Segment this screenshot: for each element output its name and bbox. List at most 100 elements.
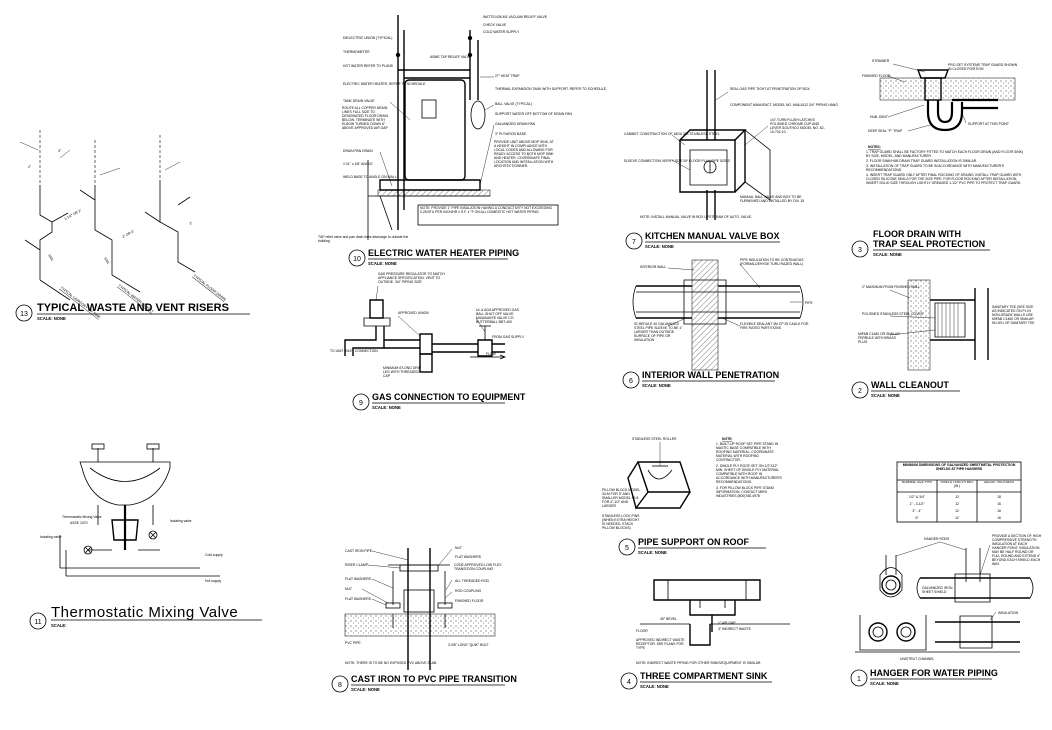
callout: UL & AGA APPROVED GAS BALL SHUT OFF VALV… (476, 308, 519, 324)
detail-number: 9 (359, 400, 363, 407)
callout: GALVANIZED IRON SHEET SHIELD (922, 586, 953, 594)
table-cell: 16 (997, 516, 1001, 520)
detail-number: 7 (632, 239, 636, 246)
callout: PVC PIPE (345, 641, 361, 645)
riser-caption: TYPICAL FLOOR DRAIN (192, 274, 227, 302)
riser-water-closet (79, 140, 141, 293)
detail-title: Thermostatic Mixing Valve (51, 604, 238, 621)
riser-label: 1-1/2" OR 2" (64, 208, 83, 221)
callout: HUB JOINT (870, 115, 888, 119)
callout: WATTS N36-M1 VACUUM RELIEF VALVE (483, 15, 548, 19)
callout: FINISHED FLOOR (455, 599, 484, 603)
detail-number: 8 (338, 682, 342, 689)
table-cell: 16 (997, 509, 1001, 513)
water-heater-tank (404, 79, 466, 181)
riser-label: 3" (58, 149, 62, 153)
callout: ROUTE ALL COPPER DRAIN LINES FULL SIZE T… (342, 106, 388, 130)
isolating-valve (83, 545, 93, 555)
note-item: 4. INSERT TRAP GUARD ONLY AFTER FINAL RO… (866, 173, 1022, 185)
callout: 1" AIR GAP (718, 621, 736, 625)
callout: Isolating valve (40, 535, 62, 539)
table-cell: 12 (955, 502, 959, 506)
note-item: 3. FOR PILLOW BLOCK PIPE STAND INFORMATI… (716, 486, 774, 498)
table-cell: 12 (955, 509, 959, 513)
riser-label: SAN. (47, 254, 54, 263)
callout: MANUAL BALL VALVE AND BOX TO BE FURNISHE… (740, 195, 805, 203)
detail-title: WALL CLEANOUT (871, 380, 949, 390)
detail-title: INTERIOR WALL PENETRATION (642, 370, 779, 380)
callout: PROVIDE UNIT ABOVE MOP SINK, AT A HEIGHT… (494, 140, 554, 168)
callout: FLEXIBLE SEALANT 3M CP 25 CAULK FOR FIRE… (740, 322, 809, 330)
callout: SUPPORT WATER OFF BOTTOM OF DRAIN PAN (495, 112, 573, 116)
table-header: NOMINAL SIZE PIPE (901, 481, 933, 484)
callout: 3-3/8" LONG "QUIK" BOLT (448, 643, 489, 647)
callout: Isolating valve (170, 519, 192, 523)
detail-title: ELECTRIC WATER HEATER PIPING (368, 248, 519, 258)
detail-scale: SCALE: NONE (37, 316, 66, 321)
callout: PILLOW BLOCK MODEL 34-M FOR 3" AND SMALL… (602, 488, 641, 508)
notes-list: 1. TRAP GUARD SHALL BE FACTORY FITTED TO… (866, 150, 1026, 185)
table-header: GAUGE THICKNESS (983, 481, 1015, 484)
detail-title: TYPICAL WASTE AND VENT RISERS (37, 302, 229, 314)
detail-8-cast-iron-pvc: CAST IRON PIPE RISER CLAMP FLAT WASHERS … (331, 546, 517, 693)
callout: 2" MAXIMUM FROM FINISHED WALL (862, 285, 920, 289)
detail-title-line2: TRAP SEAL PROTECTION (873, 239, 985, 249)
note-box (417, 204, 559, 226)
mixing-valve-body (111, 519, 139, 541)
table-row: 1" - 3-1/2" 12 16 (909, 502, 1001, 506)
callout: ELECTRIC WATER HEATER, REFER TO SCHEDULE (343, 82, 426, 86)
pipe-section (881, 575, 901, 595)
riser-lavatory (19, 130, 71, 301)
callout: PROVIDE A SECTION OF HIGH COMPRESSIVE ST… (992, 534, 1042, 566)
pipe-section (896, 622, 916, 642)
callout: FLOOR (636, 629, 648, 633)
detail-title: GAS CONNECTION TO EQUIPMENT (372, 392, 526, 402)
note: NOTE: THERE IS TO BE NO EXPOSED PVC ABOV… (345, 661, 437, 665)
callout: HANGER RODS (924, 537, 950, 541)
wall-section (907, 279, 931, 371)
detail-number: 6 (629, 378, 633, 385)
note-item: 1. TRAP GUARD SHALL BE FACTORY FITTED TO… (866, 150, 1024, 158)
callout: GAS PRESSURE REGULATOR TO MATCH APPLIANC… (378, 272, 445, 284)
detail-scale: SCALE: NONE (645, 244, 674, 249)
callout: 1"x1" x 1/8" ANGLE (343, 162, 373, 166)
callout: ASSE 1070 (70, 521, 88, 525)
detail-number: 10 (353, 256, 361, 263)
detail-4-three-compartment-sink: FLOOR 45° BEVEL 1" AIR GAP 3" INDIRECT W… (620, 579, 790, 690)
detail-title: KITCHEN MANUAL VALVE BOX (645, 231, 780, 241)
callout: GALVANIZED DRAIN PAN (495, 122, 536, 126)
detail-number-bubble (851, 240, 869, 258)
detail-number: 13 (20, 311, 28, 318)
detail-scale: SCALE: NONE (351, 687, 380, 692)
callout: SCHEDULE 40 GALVANIZED STEEL PIPE SLEEVE… (634, 322, 683, 342)
detail-scale: SCALE: NONE (640, 684, 669, 689)
callout: THERMOMETER (343, 50, 370, 54)
table-cell: 18 (997, 495, 1001, 499)
callout: COMPONENT MANUFACT. MODEL NO. M46-6112 3… (730, 103, 838, 107)
detail-number-bubble (850, 669, 868, 687)
detail-6-wall-penetration: INTERIOR WALL PIPE INSULATION TO BE CONT… (622, 258, 813, 389)
detail-3-floor-drain: STRAINER FINISHED FLOOR PRO-SET SYSTEMS … (851, 59, 1026, 258)
interior-wall (691, 259, 719, 371)
plywood-base (377, 189, 491, 197)
callout: Thermostatic Mixing Valve (62, 515, 102, 519)
detail-number-bubble (29, 612, 47, 630)
riser-label: 3" OR 4" (122, 229, 136, 239)
detail-number-bubble (348, 249, 366, 267)
detail-scale: SCALE: NONE (638, 550, 667, 555)
detail-number-bubble (352, 393, 370, 411)
callout: STAINLESS LOCK PINS (WHEN EXTRA HEIGHT I… (602, 514, 640, 530)
table-row: 3" - 4" 12 16 (912, 509, 1001, 513)
notes-heading: NOTES: (868, 145, 881, 149)
detail-title: PIPE SUPPORT ON ROOF (638, 537, 750, 547)
callout: CAST IRON PIPE (345, 549, 373, 553)
table-row: 6" 12 16 (915, 516, 1001, 520)
callout: NUT (345, 587, 352, 591)
callout: PIPE (805, 301, 813, 305)
riser-clamp (399, 564, 439, 572)
detail-5-pipe-support-roof: STAINLESS STEEL ROLLER PILLOW BLOCK MODE… (602, 437, 782, 556)
detail-number: 3 (858, 247, 862, 254)
table-cell: 12 (955, 516, 959, 520)
isolating-valve (148, 530, 158, 540)
